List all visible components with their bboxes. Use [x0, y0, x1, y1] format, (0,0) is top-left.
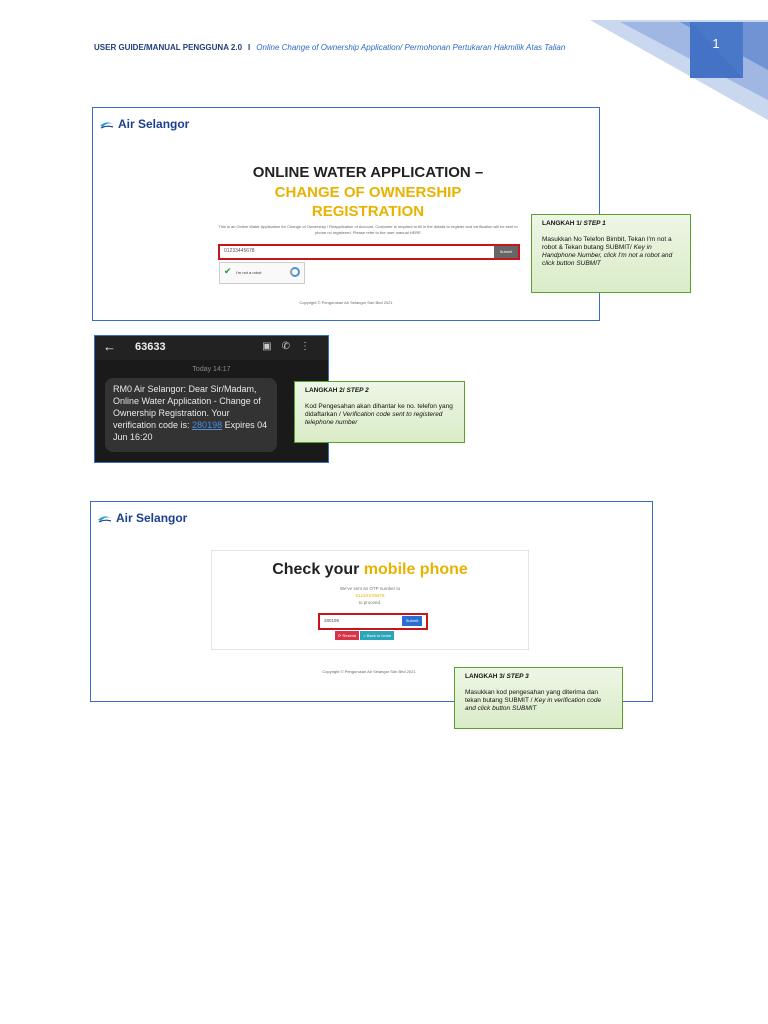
phone-value: 01233445678 — [224, 248, 255, 254]
phone-number-input[interactable]: 01233445678 Submit — [218, 244, 520, 260]
registration-form: ONLINE WATER APPLICATION – CHANGE OF OWN… — [213, 156, 523, 294]
copyright-text: Copyright © Pengurusan Air Selangor Sdn … — [299, 300, 393, 305]
step-1-text: Masukkan No Telefon Bimbit, Tekan I'm no… — [542, 236, 673, 267]
guide-title: USER GUIDE/MANUAL PENGGUNA 2.0 — [94, 43, 243, 52]
form-description: This is an Online Water Application for … — [218, 224, 518, 235]
step-3-title: LANGKAH 3/ STEP 3 — [465, 673, 529, 680]
sms-sender: 63633 — [135, 341, 166, 353]
otp-actions: ⟳ Resend ⌂ Back to home — [335, 631, 395, 640]
toolbar-icons[interactable]: ▣✆⋮ — [262, 341, 320, 352]
step-2-callout: LANGKAH 2/ STEP 2 Kod Pengesahan akan di… — [294, 381, 465, 443]
otp-input[interactable]: 280198 Submit — [318, 613, 428, 630]
masked-phone: 0123XXX5678 — [355, 593, 385, 598]
logo-text: Air Selangor — [116, 511, 188, 525]
step-2-text: Kod Pengesahan akan dihantar ke no. tele… — [305, 403, 453, 426]
submit-button[interactable]: Submit — [494, 246, 518, 258]
guide-subtitle: Online Change of Ownership Application/ … — [256, 43, 566, 52]
recaptcha-widget[interactable]: ✔ I'm not a robot — [219, 262, 305, 284]
recaptcha-icon — [290, 267, 300, 277]
corner-decoration — [590, 20, 768, 120]
copyright-text: Copyright © Pengurusan Air Selangor Sdn … — [322, 669, 416, 674]
registration-screenshot: Air Selangor ONLINE WATER APPLICATION – … — [92, 107, 600, 321]
back-to-home-button[interactable]: ⌂ Back to home — [360, 631, 395, 640]
step-2-title: LANGKAH 2/ STEP 2 — [305, 387, 369, 394]
message-date: Today 14:17 — [192, 366, 231, 373]
logo-text: Air Selangor — [118, 117, 190, 131]
resend-button[interactable]: ⟳ Resend — [335, 631, 360, 640]
otp-sent-text: We've sent an OTP number to 0123XXX5678 … — [212, 585, 528, 606]
otp-form: Check your mobile phone We've sent an OT… — [211, 550, 529, 650]
sms-screenshot: ← 63633 ▣✆⋮ Today 14:17 RM0 Air Selangor… — [94, 335, 329, 463]
document-header: USER GUIDE/MANUAL PENGGUNA 2.0 I Online Ch… — [94, 43, 565, 52]
water-drop-icon — [98, 515, 112, 523]
form-subtitle: CHANGE OF OWNERSHIP REGISTRATION — [274, 184, 462, 220]
captcha-label: I'm not a robot — [236, 270, 262, 275]
verification-code-link[interactable]: 280198 — [192, 420, 223, 430]
step-1-callout: LANGKAH 1/ STEP 1 Masukkan No Telefon Bi… — [531, 214, 691, 293]
step-3-text: Masukkan kod pengesahan yang diterima da… — [465, 689, 602, 712]
water-drop-icon — [100, 121, 114, 129]
refresh-icon: ⟳ — [338, 633, 342, 638]
submit-button[interactable]: Submit — [402, 616, 422, 626]
form-title: ONLINE WATER APPLICATION – — [252, 164, 484, 181]
checkmark-icon: ✔ — [224, 266, 232, 276]
step-1-title: LANGKAH 1/ STEP 1 — [542, 220, 606, 227]
message-bubble: RM0 Air Selangor: Dear Sir/Madam, Online… — [105, 378, 277, 452]
air-selangor-logo: Air Selangor — [99, 117, 189, 131]
step-3-callout: LANGKAH 3/ STEP 3 Masukkan kod pengesaha… — [454, 667, 623, 729]
otp-value: 280198 — [324, 618, 340, 623]
header-separator: I — [248, 43, 251, 52]
air-selangor-logo: Air Selangor — [97, 511, 187, 525]
back-arrow-icon[interactable]: ← — [103, 339, 116, 354]
otp-screenshot: Air Selangor Check your mobile phone We'… — [90, 501, 653, 702]
sms-toolbar: ← 63633 ▣✆⋮ — [95, 336, 328, 360]
page-number: 1 — [712, 36, 720, 51]
home-icon: ⌂ — [363, 633, 366, 638]
otp-title: Check your mobile phone — [272, 561, 468, 578]
message-text: RM0 Air Selangor: Dear Sir/Madam, Online… — [113, 384, 268, 442]
